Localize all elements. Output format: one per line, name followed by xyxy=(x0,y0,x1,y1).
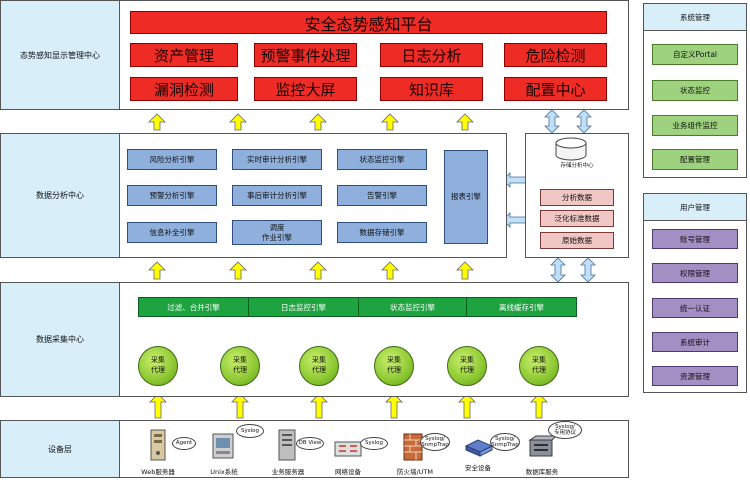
analysis-layer-label: 数据分析中心 xyxy=(0,133,120,258)
user-management-panel: 用户管理 xyxy=(643,193,747,393)
business-server-icon xyxy=(278,429,296,461)
engine-status-monitor: 状态监控引擎 xyxy=(337,149,427,170)
module-config-center[interactable]: 配置中心 xyxy=(504,77,607,101)
sys-item-status-monitor[interactable]: 状态监控 xyxy=(652,80,738,101)
collection-agent-3: 采集 代理 xyxy=(299,346,339,386)
module-alert-event-handling[interactable]: 预警事件处理 xyxy=(254,43,357,67)
collection-agent-2: 采集 代理 xyxy=(220,346,260,386)
engine-log-monitor: 日志监控引擎 xyxy=(248,297,359,317)
user-item-account[interactable]: 账号管理 xyxy=(652,229,738,249)
display-layer-label: 态势感知显示管理中心 xyxy=(0,0,120,110)
engine-realtime-audit: 实时审计分析引擎 xyxy=(232,149,322,170)
double-arrow-storage-display-right xyxy=(576,109,592,134)
bubble-syslog-proprietary: Syslog/ 专用协议 xyxy=(548,421,582,439)
engine-risk-analysis: 风险分析引擎 xyxy=(127,149,217,170)
module-risk-detection[interactable]: 危险检测 xyxy=(504,43,607,67)
collection-agent-4: 采集 代理 xyxy=(374,346,414,386)
engine-status-collect: 状态监控引擎 xyxy=(358,297,467,317)
storage-analysis-data: 分析数据 xyxy=(540,189,614,206)
platform-title: 安全态势感知平台 xyxy=(130,11,607,34)
device-label-database: 数据库服务 xyxy=(525,468,559,476)
device-label-network: 网络设备 xyxy=(335,468,361,476)
up-arrow-analysis-5 xyxy=(456,113,474,131)
module-vulnerability-detection[interactable]: 漏洞检测 xyxy=(130,77,238,101)
sys-item-custom-portal[interactable]: 自定义Portal xyxy=(652,44,738,65)
user-item-system-audit[interactable]: 系统审计 xyxy=(652,332,738,352)
collection-agent-5: 采集 代理 xyxy=(447,346,487,386)
up-arrow-device-1 xyxy=(149,393,167,419)
database-icon xyxy=(555,137,587,161)
engine-data-storage: 数据存储引擎 xyxy=(337,222,427,243)
up-arrow-device-4 xyxy=(385,393,403,419)
user-item-unified-auth[interactable]: 统一认证 xyxy=(652,298,738,318)
storage-raw-data: 原始数据 xyxy=(540,232,614,249)
user-item-resource[interactable]: 资源管理 xyxy=(652,366,738,386)
engine-alarm: 告警引擎 xyxy=(337,185,427,206)
device-label-web-server: Web服务器 xyxy=(141,468,175,476)
system-management-title: 系统管理 xyxy=(644,4,746,31)
double-arrow-storage-display-left xyxy=(544,109,560,134)
device-layer-label: 设备层 xyxy=(0,420,120,478)
module-knowledge-base[interactable]: 知识库 xyxy=(380,77,483,101)
up-arrow-device-5 xyxy=(458,393,476,419)
engine-scheduler: 调度 作业引擎 xyxy=(232,220,322,245)
bubble-db-view: DB View xyxy=(296,437,324,450)
sys-item-component-monitor[interactable]: 业务组件监控 xyxy=(652,115,738,136)
up-arrow-device-3 xyxy=(310,393,328,419)
up-arrow-collection-4 xyxy=(381,261,399,280)
up-arrow-collection-1 xyxy=(148,261,166,280)
up-arrow-device-6 xyxy=(530,393,548,419)
bubble-syslog-unix: Syslog xyxy=(236,424,264,438)
device-label-business-server: 业务服务器 xyxy=(271,468,305,476)
bubble-syslog-snmptrap-security: Syslog/ SnmpTrap xyxy=(490,433,520,451)
module-asset-management[interactable]: 资产管理 xyxy=(130,43,238,67)
security-device-icon xyxy=(464,439,494,457)
user-management-title: 用户管理 xyxy=(644,194,746,221)
device-label-unix: Unix系统 xyxy=(210,468,238,476)
bubble-agent: Agent xyxy=(172,437,196,450)
web-server-icon xyxy=(150,429,166,461)
up-arrow-analysis-2 xyxy=(229,113,247,131)
engine-info-completion: 信息补全引擎 xyxy=(127,222,217,243)
engine-offline-cache: 离线缓存引擎 xyxy=(466,297,577,317)
up-arrow-device-2 xyxy=(231,393,249,419)
bubble-syslog-snmptrap-firewall: Syslog/ SnmpTrap xyxy=(420,433,450,451)
up-arrow-analysis-3 xyxy=(309,113,327,131)
bubble-syslog-network: Syslog xyxy=(360,437,388,450)
collection-agent-1: 采集 代理 xyxy=(138,346,178,386)
double-arrow-storage-collection-right xyxy=(580,257,596,283)
double-arrow-storage-collection-left xyxy=(550,257,566,283)
engine-report: 报表引擎 xyxy=(444,150,488,244)
up-arrow-analysis-4 xyxy=(381,113,399,131)
up-arrow-collection-2 xyxy=(229,261,247,280)
unix-system-icon xyxy=(212,433,234,459)
up-arrow-analysis-1 xyxy=(148,113,166,131)
storage-title: 存储分析中心 xyxy=(560,163,594,169)
user-item-permission[interactable]: 权限管理 xyxy=(652,263,738,283)
storage-normalized-data: 泛化标准数据 xyxy=(540,210,614,227)
module-log-analysis[interactable]: 日志分析 xyxy=(380,43,483,67)
collection-layer-label: 数据采集中心 xyxy=(0,282,120,397)
device-label-security: 安全设备 xyxy=(465,464,491,472)
device-label-firewall: 防火墙/UTM xyxy=(396,468,434,476)
database-server-icon xyxy=(528,435,556,457)
firewall-icon xyxy=(403,433,423,461)
up-arrow-collection-5 xyxy=(456,261,474,280)
up-arrow-collection-3 xyxy=(309,261,327,280)
network-device-icon xyxy=(334,441,362,457)
module-monitoring-screen[interactable]: 监控大屏 xyxy=(254,77,357,101)
engine-post-audit: 事后审计分析引擎 xyxy=(232,185,322,206)
engine-alert-analysis: 预警分析引擎 xyxy=(127,185,217,206)
sys-item-config-management[interactable]: 配置管理 xyxy=(652,149,738,170)
collection-agent-6: 采集 代理 xyxy=(519,346,559,386)
engine-filter-merge: 过滤、合并引擎 xyxy=(138,297,249,317)
